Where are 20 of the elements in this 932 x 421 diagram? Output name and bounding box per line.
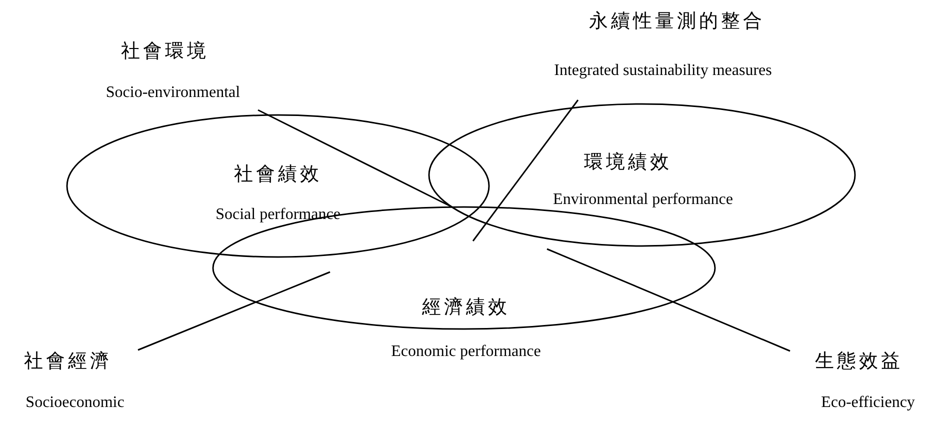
leader-line	[546, 248, 790, 352]
leader-line	[138, 271, 330, 351]
chinese-label: 生態效益	[815, 349, 903, 374]
ellipse	[428, 103, 856, 247]
leader-line	[258, 109, 452, 208]
chinese-label: 社會環境	[121, 39, 209, 64]
english-label: Eco-efficiency	[821, 394, 915, 412]
english-label: Environmental performance	[553, 191, 733, 209]
chinese-label: 經濟績效	[422, 295, 510, 320]
english-label: Social performance	[216, 206, 340, 224]
leader-line	[472, 100, 579, 242]
english-label: Economic performance	[391, 343, 541, 361]
ellipse	[66, 114, 490, 258]
chinese-label: 社會經濟	[24, 349, 112, 374]
chinese-label: 社會績效	[234, 162, 322, 187]
english-label: Integrated sustainability measures	[554, 62, 772, 80]
english-label: Socio-environmental	[106, 84, 240, 102]
chinese-label: 環境績效	[584, 150, 672, 175]
english-label: Socioeconomic	[26, 394, 124, 412]
chinese-label: 永續性量測的整合	[589, 9, 765, 34]
